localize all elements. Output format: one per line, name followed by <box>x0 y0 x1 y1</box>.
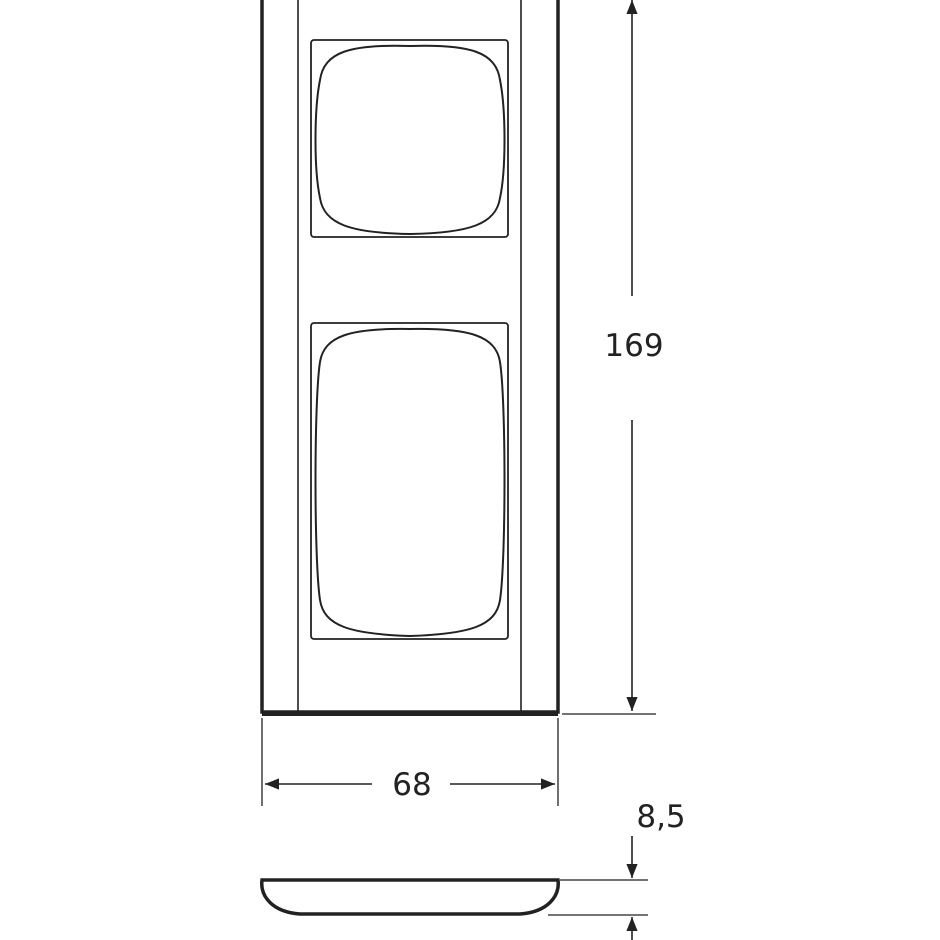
frame-front-view <box>260 0 560 716</box>
frame-side-profile <box>260 878 560 916</box>
height-dimension-label: 169 <box>604 328 663 364</box>
height-dimension <box>562 0 656 715</box>
lower-insert-rounded-cutout <box>314 327 506 638</box>
upper-insert-square <box>310 39 509 238</box>
side-profile-outline <box>260 878 560 916</box>
depth-dimension <box>548 836 648 940</box>
lower-insert-rectangle <box>310 322 509 640</box>
lower-insert-opening <box>310 322 509 640</box>
width-dimension <box>261 718 559 806</box>
frame-outer-outline <box>260 0 560 714</box>
width-dimension-label: 68 <box>392 767 431 803</box>
depth-dimension-label: 8,5 <box>636 799 685 835</box>
upper-insert-opening <box>310 39 509 238</box>
upper-insert-rounded-cutout <box>314 44 506 236</box>
